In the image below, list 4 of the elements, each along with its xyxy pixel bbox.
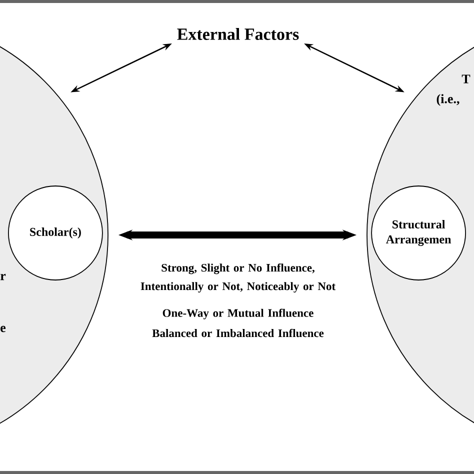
note-text: Strong, Slight or No Influence, Intentionally or Not, Noticeably or Not <box>140 263 336 293</box>
note-text: Balanced or Imbalanced Influence <box>152 328 324 338</box>
heading-text: External Factors <box>177 28 299 40</box>
note-text: One-Way or Mutual Influence <box>162 308 314 320</box>
